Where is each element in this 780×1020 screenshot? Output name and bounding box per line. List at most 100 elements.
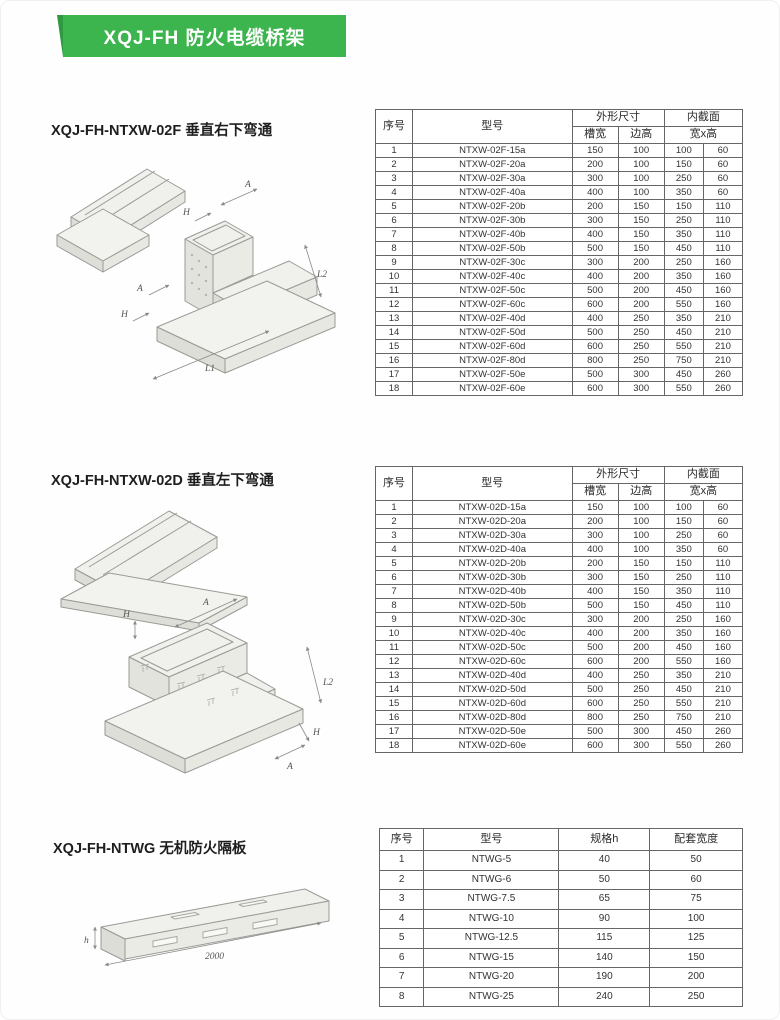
technical-drawing-ntxw-02d: H A L2 H A: [60, 510, 333, 774]
table-cell: 550: [663, 339, 704, 354]
table-cell: 160: [702, 654, 744, 669]
table-cell: 2: [374, 514, 414, 529]
dim-label: h: [84, 936, 89, 946]
col-header-groove-width: 槽宽: [571, 483, 619, 501]
col-header-width-x-height: 宽x高: [663, 126, 744, 144]
table-cell: 350: [663, 227, 704, 242]
table-cell: 40: [558, 850, 651, 871]
table-cell: 110: [702, 227, 744, 242]
table-cell: 160: [702, 612, 744, 627]
table-cell: NTXW-02F-40a: [412, 185, 573, 200]
table-cell: NTXW-02D-80d: [412, 710, 573, 725]
table-cell: 200: [571, 514, 619, 529]
table-cell: 110: [702, 199, 744, 214]
table-cell: 350: [663, 542, 704, 557]
table-cell: 100: [663, 143, 704, 158]
table-cell: 210: [702, 339, 744, 354]
col-header-inner-section: 内截面: [663, 466, 744, 484]
table-cell: 150: [617, 584, 665, 599]
section-heading-ntwg: XQJ-FH-NTWG 无机防火隔板: [53, 841, 247, 857]
table-cell: 210: [702, 696, 744, 711]
table-cell: 550: [663, 654, 704, 669]
table-cell: NTXW-02F-40d: [412, 311, 573, 326]
table-cell: 100: [617, 514, 665, 529]
col-header-spec-h: 规格h: [558, 828, 651, 851]
table-cell: 11: [374, 283, 414, 298]
table-cell: 200: [617, 640, 665, 655]
table-cell: 110: [702, 556, 744, 571]
col-header-inner-section: 内截面: [663, 109, 744, 127]
table-cell: 11: [374, 640, 414, 655]
table-cell: 300: [617, 381, 665, 396]
table-cell: 250: [617, 353, 665, 368]
table-cell: 750: [663, 710, 704, 725]
table-cell: NTXW-02F-30a: [412, 171, 573, 186]
table-cell: NTXW-02F-40c: [412, 269, 573, 284]
table-cell: NTXW-02D-30b: [412, 570, 573, 585]
table-cell: 210: [702, 668, 744, 683]
table-cell: NTXW-02D-50d: [412, 682, 573, 697]
table-cell: 7: [374, 584, 414, 599]
table-cell: 550: [663, 696, 704, 711]
table-cell: 250: [617, 668, 665, 683]
table-cell: 110: [702, 598, 744, 613]
table-cell: 400: [571, 227, 619, 242]
table-cell: 350: [663, 626, 704, 641]
table-cell: 350: [663, 584, 704, 599]
table-cell: 600: [571, 696, 619, 711]
table-cell: NTXW-02D-15a: [412, 500, 573, 515]
dim-label: A: [244, 180, 251, 190]
col-header-groove-width: 槽宽: [571, 126, 619, 144]
table-cell: 300: [617, 367, 665, 382]
table-cell: 600: [571, 381, 619, 396]
table-cell: 350: [663, 269, 704, 284]
table-cell: 16: [374, 710, 414, 725]
table-cell: 8: [374, 598, 414, 613]
table-cell: 800: [571, 710, 619, 725]
dimension-labels: A H L2 A H L1: [120, 180, 327, 374]
table-cell: 500: [571, 325, 619, 340]
isometric-assembly-view: [56, 168, 186, 273]
dimension-lines: [133, 598, 323, 760]
table-cell: 500: [571, 283, 619, 298]
table-cell: 200: [571, 157, 619, 172]
table-cell: NTXW-02F-50c: [412, 283, 573, 298]
table-cell: 8: [374, 241, 414, 256]
table-cell: 350: [663, 185, 704, 200]
table-cell: 6: [378, 947, 425, 968]
col-header-index: 序号: [374, 466, 414, 501]
table-cell: NTXW-02F-20a: [412, 157, 573, 172]
table-cell: 1: [374, 143, 414, 158]
table-cell: 110: [702, 584, 744, 599]
table-cell: 200: [617, 626, 665, 641]
table-cell: NTXW-02F-60d: [412, 339, 573, 354]
table-cell: 600: [571, 339, 619, 354]
table-cell: 4: [374, 185, 414, 200]
table-cell: NTXW-02F-60e: [412, 381, 573, 396]
table-cell: 18: [374, 738, 414, 753]
dimension-lines: [93, 921, 322, 967]
table-cell: 400: [571, 584, 619, 599]
dim-label: A: [136, 284, 143, 294]
table-cell: 12: [374, 654, 414, 669]
table-cell: 60: [702, 528, 744, 543]
table-cell: 400: [571, 626, 619, 641]
table-cell: 210: [702, 710, 744, 725]
table-cell: 500: [571, 598, 619, 613]
table-cell: 160: [702, 297, 744, 312]
dimension-labels: H A L2 H A: [122, 598, 333, 772]
table-cell: 15: [374, 696, 414, 711]
